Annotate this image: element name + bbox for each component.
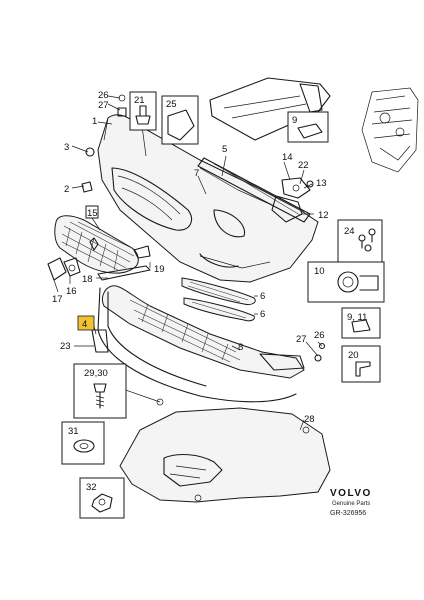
label-8: 8: [238, 342, 243, 353]
fog-grille-upper: [181, 277, 256, 305]
label-21: 21: [134, 95, 145, 106]
label-26b: 26: [314, 330, 325, 341]
label-10: 10: [314, 266, 325, 277]
label-9-11: 9, 11: [347, 312, 367, 323]
label-27a: 27: [98, 100, 109, 111]
fasteners: [81, 94, 326, 362]
genuine-parts-text: Genuine Parts: [332, 501, 370, 507]
label-12: 12: [318, 210, 329, 221]
label-16: 16: [66, 286, 77, 297]
label-32: 32: [86, 482, 97, 493]
label-29-30: 29,30: [84, 368, 108, 379]
brand-footer: VOLVO Genuine Parts GR-326956: [330, 488, 372, 517]
detail-box-15: [85, 205, 99, 219]
reference-code: GR-326956: [330, 510, 366, 517]
label-24: 24: [344, 226, 355, 237]
hood-outline: [209, 77, 331, 141]
label-2: 2: [64, 184, 69, 195]
label-1: 1: [92, 116, 97, 127]
lower-spoiler: [101, 285, 305, 379]
front-bumper-cover: [97, 114, 319, 283]
detail-box-911: [341, 307, 381, 339]
bracket-right: [271, 195, 303, 223]
splash-shield: [119, 398, 331, 503]
part-labels: 26 27 1 3 2 21 25 9 5 14 22 7 13 12 15 2…: [52, 90, 367, 493]
label-9: 9: [292, 115, 297, 126]
emblem-bracket: [281, 177, 311, 199]
fog-grille-lower: [183, 297, 255, 322]
detail-box-21: [129, 91, 157, 131]
detail-box-32: [79, 477, 125, 519]
label-22: 22: [298, 160, 309, 171]
label-20: 20: [348, 350, 359, 361]
part-4-highlight: [77, 315, 95, 331]
label-25: 25: [166, 99, 177, 110]
label-17: 17: [52, 294, 63, 305]
label-15: 15: [87, 208, 98, 219]
detail-box-20: [341, 345, 381, 383]
label-5: 5: [222, 144, 227, 155]
label-27b: 27: [296, 334, 307, 345]
detail-box-25: [161, 95, 199, 145]
label-23: 23: [60, 341, 71, 352]
label-6b: 6: [260, 309, 265, 320]
label-3: 3: [64, 142, 69, 153]
label-14: 14: [282, 152, 293, 163]
detail-box-10: [307, 261, 385, 303]
label-26a: 26: [98, 90, 109, 101]
upper-grille-strip: [197, 157, 311, 223]
label-6a: 6: [260, 291, 265, 302]
label-31: 31: [68, 426, 79, 437]
tow-cover: [47, 257, 81, 281]
leader-lines: [53, 95, 323, 431]
label-4: 4: [82, 319, 87, 330]
car-front-inset: [361, 87, 419, 173]
detail-box-9: [287, 111, 329, 143]
detail-box-2930: [73, 363, 127, 419]
label-18: 18: [82, 274, 93, 285]
label-7: 7: [194, 168, 199, 179]
label-19: 19: [154, 264, 165, 275]
detail-box-24: [337, 219, 383, 265]
detail-box-31: [61, 421, 105, 465]
lower-deflector: [91, 287, 297, 403]
label-28: 28: [304, 414, 315, 425]
label-13: 13: [316, 178, 327, 189]
volvo-logo-text: VOLVO: [330, 488, 372, 499]
